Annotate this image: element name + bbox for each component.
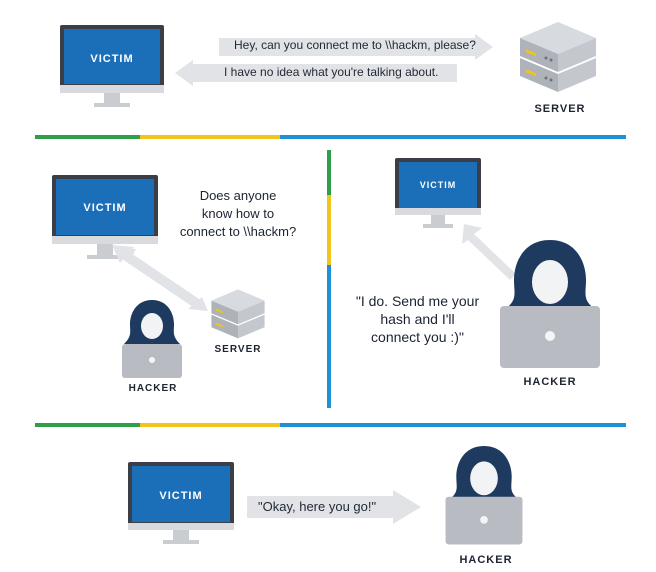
server-label-2: SERVER <box>214 344 262 355</box>
hacker-label-large: HACKER <box>523 376 577 388</box>
victim-monitor-4: VICTIM <box>128 462 234 544</box>
victim-monitor-1: VICTIM <box>60 25 164 107</box>
victim-monitor-3-label: VICTIM <box>420 180 457 190</box>
victim-monitor-3: VICTIM <box>395 158 481 228</box>
victim-message-text: "Okay, here you go!" <box>258 499 377 514</box>
request-arrow <box>219 34 493 60</box>
question-text: Does anyone know how to connect to \\hac… <box>179 188 297 239</box>
victim-monitor-2-label: VICTIM <box>83 202 126 214</box>
response-arrow <box>175 60 457 86</box>
hacker-label-bottom: HACKER <box>459 554 513 566</box>
panel2-arrow <box>112 245 208 311</box>
panel1-arrows <box>175 34 493 86</box>
panel4-arrow <box>247 490 421 524</box>
victim-monitor-2: VICTIM <box>52 175 158 259</box>
server-icon-2 <box>211 289 265 339</box>
hacker-reply-text: "I do. Send me your hash and I'll connec… <box>355 293 480 345</box>
hacker-icon-large <box>500 240 600 368</box>
response-text: I have no idea what you're talking about… <box>224 65 439 79</box>
victim-monitor-4-label: VICTIM <box>159 490 202 502</box>
hacker-icon-small <box>122 300 182 378</box>
server-label-1: SERVER <box>534 103 586 115</box>
request-text: Hey, can you connect me to \\hackm, plea… <box>234 38 476 52</box>
hacker-label-small: HACKER <box>128 383 178 394</box>
hacker-icon-bottom <box>445 446 523 545</box>
victim-monitor-1-label: VICTIM <box>90 53 133 65</box>
server-icon-1 <box>520 22 596 92</box>
panel3-arrow <box>462 224 516 280</box>
